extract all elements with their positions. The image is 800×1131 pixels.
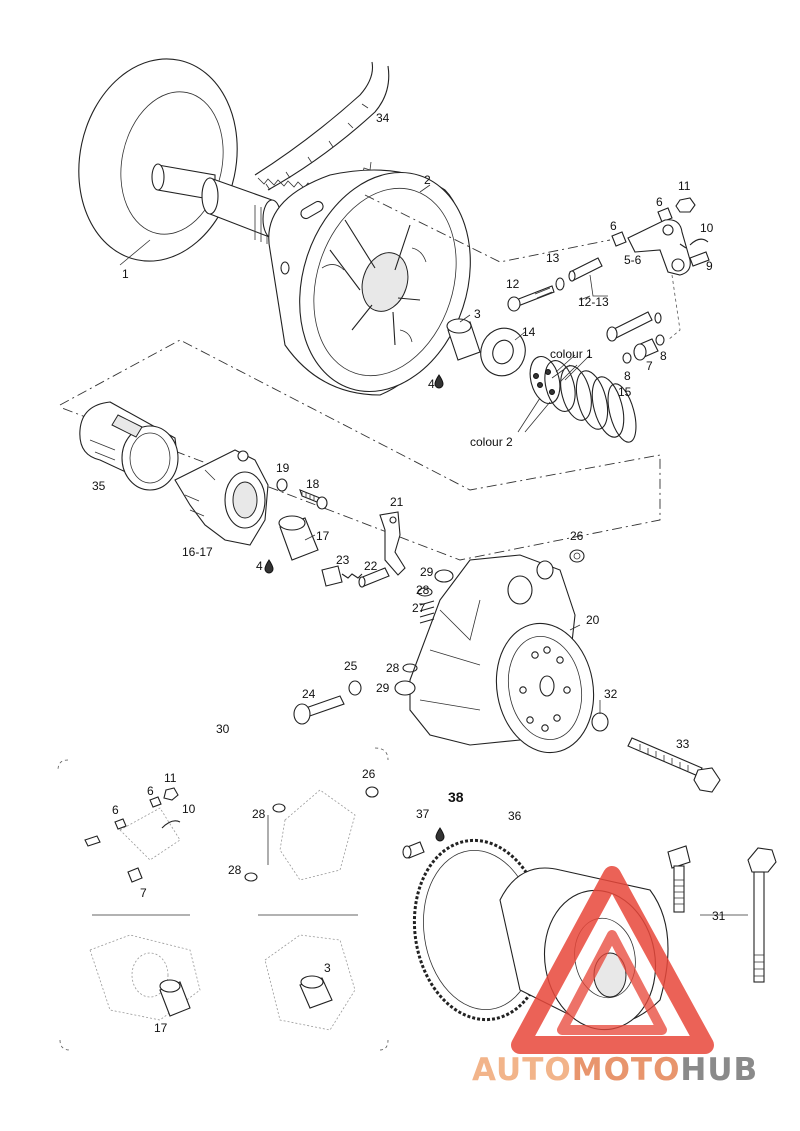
label-colour1: colour 1 xyxy=(550,347,593,361)
label-28b: 28 xyxy=(386,661,400,675)
label-18: 18 xyxy=(306,477,320,491)
watermark-moto: MOTO xyxy=(572,1052,681,1088)
label-2: 2 xyxy=(424,173,431,187)
label-12: 12 xyxy=(506,277,520,291)
compression-spring-15 xyxy=(529,355,637,443)
label-4a: 4 xyxy=(428,377,435,391)
label-4b: 4 xyxy=(256,559,263,573)
inset-label-6a: 6 xyxy=(147,784,154,798)
label-10: 10 xyxy=(700,221,714,235)
label-22: 22 xyxy=(364,559,378,573)
label-25: 25 xyxy=(344,659,358,673)
logo-triangle-icon xyxy=(511,866,714,1054)
label-38: 38 xyxy=(448,789,464,805)
label-11: 11 xyxy=(678,179,691,193)
spring-assembly xyxy=(434,318,637,443)
label-13: 13 xyxy=(546,251,560,265)
inset-label-28a: 28 xyxy=(252,807,266,821)
label-20: 20 xyxy=(586,613,600,627)
label-6b: 6 xyxy=(656,195,663,209)
label-15: 15 xyxy=(618,385,632,399)
thread-lock-drop-icon xyxy=(435,827,445,842)
inset-label-17: 17 xyxy=(154,1021,168,1035)
label-3: 3 xyxy=(474,307,481,321)
label-8b: 8 xyxy=(660,349,667,363)
watermark-hub: HUB xyxy=(680,1052,758,1088)
label-28a: 28 xyxy=(416,583,430,597)
logo-inner-triangle-icon xyxy=(557,930,667,1035)
inset-box-30 xyxy=(57,747,389,1051)
label-23: 23 xyxy=(336,553,350,567)
leader-lines xyxy=(119,184,601,714)
grease-drop-icon xyxy=(434,374,444,389)
inset-label-28b: 28 xyxy=(228,863,242,877)
label-8a: 8 xyxy=(624,369,631,383)
watermark-auto: AUTO xyxy=(472,1052,572,1088)
label-7: 7 xyxy=(646,359,653,373)
label-29a: 29 xyxy=(420,565,434,579)
label-30: 30 xyxy=(216,722,230,736)
label-14: 14 xyxy=(522,325,536,339)
label-1: 1 xyxy=(122,267,129,281)
housing-20 xyxy=(293,549,721,793)
sleeve-35 xyxy=(79,401,179,491)
label-19: 19 xyxy=(276,461,290,475)
lever-21 xyxy=(321,511,406,588)
label-31: 31 xyxy=(712,909,726,923)
watermark-logo xyxy=(511,866,714,1054)
label-17: 17 xyxy=(316,529,330,543)
watermark-text: AUTOMOTOHUB xyxy=(472,1052,758,1088)
fixed-sheave-1 xyxy=(78,58,282,262)
inset-label-11: 11 xyxy=(164,771,177,785)
label-27: 27 xyxy=(412,601,426,615)
grease-drop-icon-2 xyxy=(264,559,274,574)
label-9: 9 xyxy=(706,259,713,273)
label-5-6: 5-6 xyxy=(624,253,642,267)
label-21: 21 xyxy=(390,495,404,509)
label-16-17: 16-17 xyxy=(182,545,213,559)
label-24: 24 xyxy=(302,687,316,701)
inset-label-10: 10 xyxy=(182,802,196,816)
inset-label-6b: 6 xyxy=(112,803,119,817)
hub-housing-16-17 xyxy=(174,449,328,574)
label-34: 34 xyxy=(376,111,390,125)
weight-lever-assembly xyxy=(507,197,710,364)
label-26: 26 xyxy=(570,529,584,543)
label-29b: 29 xyxy=(376,681,390,695)
label-colour2: colour 2 xyxy=(470,435,513,449)
label-33: 33 xyxy=(676,737,690,751)
label-6a: 6 xyxy=(610,219,617,233)
label-12-13: 12-13 xyxy=(578,295,609,309)
inset-label-26: 26 xyxy=(362,767,376,781)
inset-label-7: 7 xyxy=(140,886,147,900)
label-35: 35 xyxy=(92,479,106,493)
label-36: 36 xyxy=(508,809,522,823)
movable-sheave-2 xyxy=(268,169,611,396)
label-32: 32 xyxy=(604,687,618,701)
label-37: 37 xyxy=(416,807,430,821)
part-labels: 1 2 34 3 4 14 15 colour 1 colour 2 12 13… xyxy=(92,111,726,1035)
inset-label-3: 3 xyxy=(324,961,331,975)
